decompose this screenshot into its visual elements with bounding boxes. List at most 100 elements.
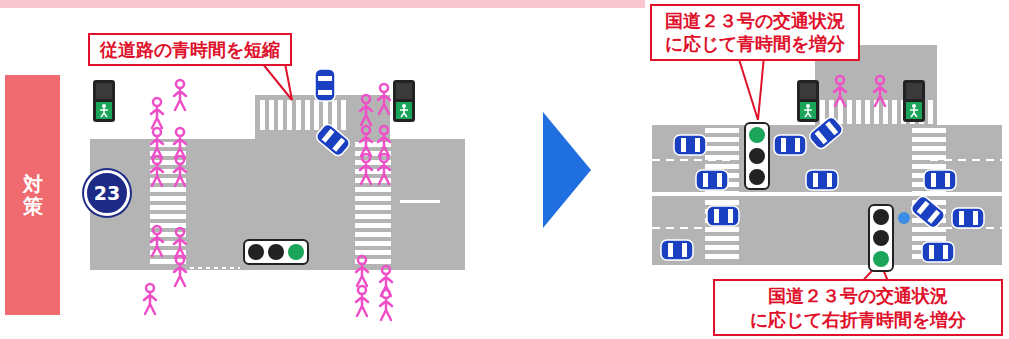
pedestrian: [174, 128, 186, 158]
crosswalk-stripe: [287, 100, 292, 130]
pedestrian: [174, 256, 186, 286]
car: [696, 170, 728, 190]
crosswalk-stripe: [150, 214, 186, 219]
arrow-lamp: [898, 212, 910, 224]
pedestrian: [360, 154, 372, 184]
crosswalk-stripe: [912, 227, 946, 232]
car: [806, 170, 838, 190]
crosswalk-stripe: [150, 205, 186, 210]
crosswalk-stripe: [260, 100, 265, 130]
pedestrian: [174, 156, 186, 186]
crosswalk-stripe: [332, 100, 337, 130]
callout-box: 国道２３号の交通状況 に応じて青時間を増分: [650, 4, 860, 61]
car: [674, 135, 706, 155]
crosswalk-stripe: [355, 205, 391, 210]
crosswalk-stripe: [355, 223, 391, 228]
pedestrian: [378, 154, 390, 184]
crosswalk-stripe: [314, 100, 319, 130]
car: [909, 194, 946, 230]
node-text: 対策: [23, 173, 43, 217]
crosswalk-stripe: [705, 200, 739, 205]
crosswalk-stripe: [296, 100, 301, 130]
crosswalk-stripe: [912, 236, 946, 241]
crosswalk-stripe: [865, 100, 870, 124]
crosswalk-stripe: [705, 146, 739, 151]
callout-pointers: [258, 56, 890, 286]
crosswalk-stripe: [912, 191, 946, 196]
car: [807, 115, 844, 151]
right-intersection: [652, 45, 1002, 265]
crosswalk-stripe: [269, 100, 274, 130]
crosswalk-stripe: [150, 196, 186, 201]
pedestrian: [151, 156, 163, 186]
node-text: 従道路の青時間を短縮: [100, 38, 280, 61]
car: [924, 170, 956, 190]
pedestrian: [378, 126, 390, 156]
node-text: 国道２３号の交通状況 に応じて青時間を増分: [662, 9, 848, 56]
crosswalk-stripe: [705, 254, 739, 259]
callout-box: 国道２３号の交通状況 に応じて右折青時間を増分: [713, 279, 1003, 336]
pedestrian-signal: [903, 80, 925, 122]
pedestrian: [360, 126, 372, 156]
pedestrian: [356, 256, 368, 286]
top-strip: [0, 0, 645, 8]
pedestrian-signal: [93, 80, 115, 122]
route-shield: 23: [84, 170, 130, 216]
car: [707, 206, 739, 226]
pedestrian: [174, 80, 186, 110]
crosswalk-stripe: [355, 214, 391, 219]
crosswalk-stripe: [355, 250, 391, 255]
callout-box: 従道路の青時間を短縮: [88, 33, 292, 66]
crosswalk-stripe: [912, 137, 946, 142]
crosswalk-stripe: [856, 100, 861, 124]
pedestrian: [834, 76, 846, 106]
crosswalk-stripe: [820, 100, 825, 124]
car: [774, 135, 806, 155]
crosswalk-stripe: [278, 100, 283, 130]
crosswalk-stripe: [838, 100, 843, 124]
crosswalk-stripe: [355, 232, 391, 237]
pedestrian: [378, 84, 390, 114]
pedestrian: [151, 98, 163, 128]
crosswalk-stripe: [705, 245, 739, 250]
pedestrian: [356, 286, 368, 316]
node-text: 国道２３号の交通状況 に応じて右折青時間を増分: [725, 284, 991, 331]
pedestrian: [151, 128, 163, 158]
pedestrian: [151, 226, 163, 256]
direction-arrow: [543, 112, 591, 228]
crosswalk-stripe: [150, 187, 186, 192]
crosswalk-stripe: [912, 164, 946, 169]
crosswalk-stripe: [355, 196, 391, 201]
car: [315, 69, 335, 101]
pedestrian: [380, 290, 392, 320]
vehicle-signal: [869, 205, 893, 271]
crosswalk-stripe: [892, 100, 897, 124]
crosswalk-stripe: [912, 146, 946, 151]
signals: [93, 80, 925, 271]
crosswalk-stripe: [355, 241, 391, 246]
pedestrian-signal: [797, 80, 819, 122]
car: [922, 242, 954, 262]
crosswalk-stripe: [341, 100, 346, 130]
pedestrian: [360, 95, 372, 125]
vehicle-signal: [745, 123, 769, 189]
car: [661, 240, 693, 260]
crosswalk-stripe: [928, 100, 933, 124]
cars: [314, 69, 984, 262]
node-text: 23: [94, 182, 120, 204]
pedestrian: [174, 228, 186, 258]
car: [314, 122, 351, 158]
crosswalk-stripe: [305, 100, 310, 130]
crosswalk-stripe: [912, 155, 946, 160]
crosswalk-stripe: [705, 191, 739, 196]
car: [952, 208, 984, 228]
crosswalk-stripe: [705, 128, 739, 133]
crosswalk-stripe: [705, 164, 739, 169]
crosswalk-stripe: [705, 236, 739, 241]
pedestrian: [874, 76, 886, 106]
crosswalk-stripe: [355, 187, 391, 192]
pedestrian: [144, 284, 156, 314]
crosswalk-stripe: [912, 128, 946, 133]
pedestrian-signal: [393, 80, 415, 122]
crosswalk-stripe: [847, 100, 852, 124]
